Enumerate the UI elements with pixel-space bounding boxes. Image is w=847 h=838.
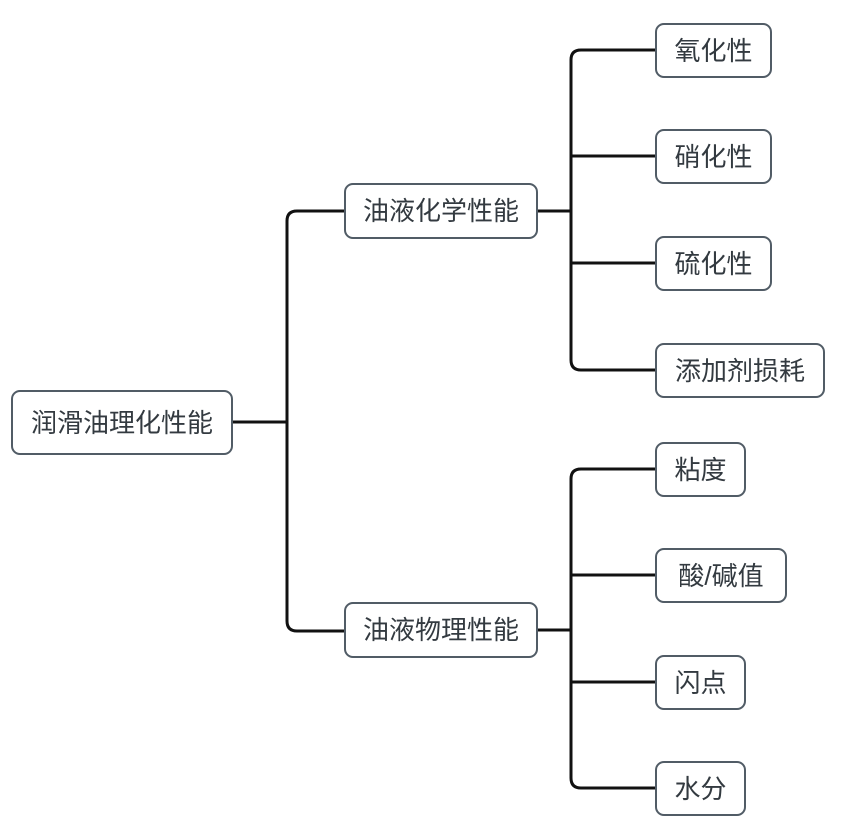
node-leaf-sulfation: 硫化性 — [655, 236, 772, 291]
node-leaf-flash-point-label: 闪点 — [674, 667, 727, 698]
node-leaf-nitration: 硝化性 — [655, 129, 772, 184]
node-leaf-nitration-label: 硝化性 — [674, 141, 753, 172]
connector-branch-trunk — [285, 209, 344, 633]
node-leaf-water-content: 水分 — [655, 761, 746, 816]
node-root-label: 润滑油理化性能 — [30, 407, 213, 438]
node-branch-chemical-label: 油液化学性能 — [362, 196, 519, 226]
node-leaf-acid-base-number: 酸/碱值 — [655, 548, 787, 603]
node-branch-physical-properties: 油液物理性能 — [344, 602, 538, 658]
node-branch-chemical-properties: 油液化学性能 — [344, 183, 538, 239]
node-branch-physical-label: 油液物理性能 — [362, 615, 519, 645]
node-leaf-oxidation: 氧化性 — [655, 23, 772, 78]
node-leaf-sulfation-label: 硫化性 — [674, 248, 753, 279]
node-leaf-viscosity-label: 粘度 — [674, 454, 727, 485]
node-root: 润滑油理化性能 — [11, 390, 233, 455]
connector-physical-trunk — [569, 467, 655, 790]
node-leaf-oxidation-label: 氧化性 — [674, 35, 753, 66]
node-leaf-viscosity: 粘度 — [655, 442, 746, 497]
node-leaf-additive-depletion-label: 添加剂损耗 — [674, 355, 805, 386]
node-leaf-flash-point: 闪点 — [655, 655, 746, 710]
node-leaf-additive-depletion: 添加剂损耗 — [655, 343, 825, 398]
connector-chemical-trunk — [569, 48, 655, 372]
node-leaf-acid-base-number-label: 酸/碱值 — [678, 560, 764, 591]
node-leaf-water-content-label: 水分 — [674, 773, 727, 804]
